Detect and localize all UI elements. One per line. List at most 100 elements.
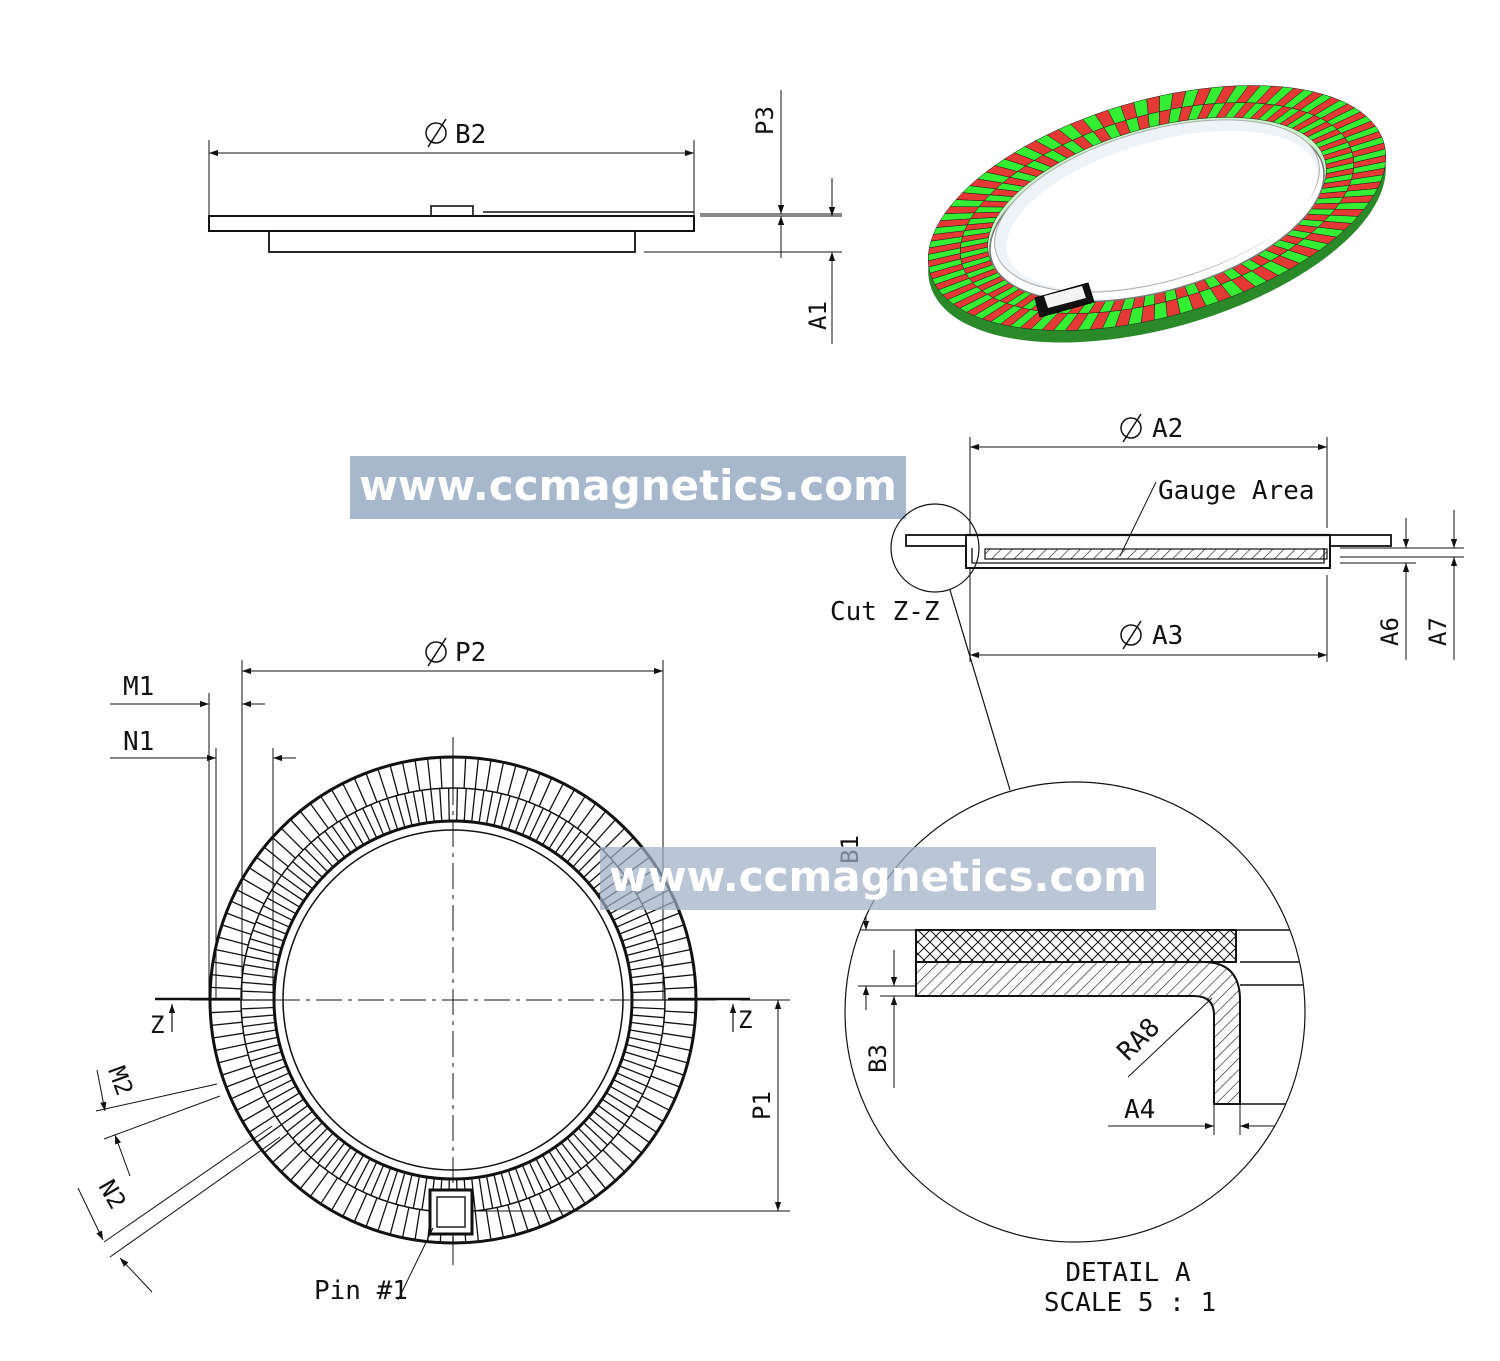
ring-segment-line bbox=[554, 825, 575, 854]
ring-segment-line bbox=[221, 1064, 252, 1076]
ring-segment-line bbox=[560, 1142, 582, 1170]
ring-segment-line bbox=[241, 1006, 275, 1010]
ring-inner-face bbox=[1006, 130, 1318, 291]
ring-segment-line bbox=[521, 1164, 536, 1196]
ring-segment-line bbox=[654, 1064, 685, 1076]
label-z-left: Z bbox=[150, 1011, 164, 1039]
ring-segment-line bbox=[493, 1174, 503, 1207]
ring-segment-line bbox=[631, 990, 665, 994]
magnetic-ring-3d bbox=[927, 85, 1387, 343]
ring-segment-line bbox=[292, 1116, 318, 1139]
side-view bbox=[208, 90, 842, 344]
ring-segment-line bbox=[215, 948, 246, 957]
ring-segment-line bbox=[439, 757, 443, 789]
ring-segment-line bbox=[212, 1032, 244, 1039]
ring-segment-line bbox=[342, 1188, 358, 1217]
ring-segment-line bbox=[299, 1164, 321, 1190]
ring-segment-line bbox=[585, 1164, 607, 1190]
ring-segment-line bbox=[262, 905, 293, 921]
magnet-segment bbox=[944, 206, 980, 214]
ring-segment-line bbox=[370, 1164, 385, 1196]
ring-segment-line bbox=[616, 1072, 647, 1087]
ring-segment-line bbox=[304, 848, 329, 873]
ring-segment-line bbox=[395, 795, 406, 828]
diameter-symbol bbox=[425, 118, 447, 148]
ring-segment-line bbox=[439, 788, 443, 822]
ring-segment-line bbox=[292, 861, 318, 884]
diameter-symbol bbox=[1120, 413, 1142, 650]
ring-segment-line bbox=[271, 836, 296, 859]
ring-segment-line bbox=[630, 1021, 664, 1028]
ring-segment-line bbox=[249, 1051, 282, 1062]
ring-chip-face bbox=[1044, 286, 1086, 308]
ring-segment-line bbox=[221, 924, 252, 936]
ring-segment-line bbox=[548, 1188, 564, 1217]
ring-segment-line bbox=[403, 793, 413, 826]
ring-segment-line bbox=[474, 1210, 480, 1242]
ring-segment-line bbox=[280, 827, 304, 851]
ring-segment-line bbox=[528, 1197, 541, 1228]
ring-segment-line bbox=[403, 1174, 413, 1207]
ring-segment-line bbox=[310, 1132, 334, 1158]
ring-segment-line bbox=[241, 990, 275, 994]
ring-segment-line bbox=[276, 1098, 305, 1118]
ring-segment-line bbox=[602, 1149, 626, 1173]
ring-segment-line bbox=[256, 856, 282, 876]
ring-segment-line bbox=[243, 1029, 277, 1037]
ring-segment-line bbox=[660, 948, 691, 957]
ring-segment-line bbox=[663, 973, 695, 979]
ring-segment-line bbox=[577, 1127, 602, 1152]
ring-segment-line bbox=[262, 1079, 293, 1095]
ring-segment-line bbox=[572, 1132, 596, 1158]
pin-connector bbox=[428, 1188, 474, 1236]
label-m1: M1 bbox=[123, 672, 154, 702]
ring-segment-line bbox=[583, 1122, 608, 1146]
ring-segment-line bbox=[588, 1116, 614, 1139]
ring-segment-line bbox=[401, 762, 410, 793]
magnet-segment bbox=[1153, 301, 1168, 321]
ring-segment-line bbox=[567, 795, 586, 823]
ring-segment-line bbox=[572, 842, 596, 868]
ring-segment-line bbox=[594, 1157, 617, 1182]
ring-segment-line bbox=[664, 1010, 696, 1014]
ring-segment-line bbox=[353, 777, 368, 807]
ring-segment-line bbox=[514, 1167, 528, 1199]
ring-segment-line bbox=[558, 1183, 576, 1211]
ring-segment-line bbox=[241, 1014, 275, 1019]
ring-segment-line bbox=[577, 848, 602, 873]
label-m2: M2 bbox=[102, 1062, 138, 1099]
ring-segment-line bbox=[619, 1065, 651, 1079]
ring-segment-line bbox=[378, 1167, 392, 1199]
ring-segment-line bbox=[365, 772, 378, 803]
ring-segment-line bbox=[507, 1169, 520, 1202]
ring-segment-line bbox=[215, 1043, 246, 1052]
ring-segment-line bbox=[597, 1104, 625, 1126]
ring-segment-line bbox=[528, 1161, 544, 1193]
label-scale: SCALE 5 : 1 bbox=[1044, 1288, 1216, 1318]
label-gauge-area: Gauge Area bbox=[1158, 476, 1315, 506]
ring-segment-line bbox=[605, 1092, 635, 1111]
label-detail: DETAIL A bbox=[1065, 1258, 1191, 1288]
ring-segment-line bbox=[281, 874, 309, 896]
ring-segment-line bbox=[627, 1036, 661, 1045]
ring-segment-line bbox=[256, 1124, 282, 1144]
magnet-segment bbox=[1146, 95, 1161, 115]
ring-segment-line bbox=[650, 1075, 681, 1088]
ring-segment-line bbox=[331, 1146, 352, 1175]
ring-segment-line bbox=[663, 1021, 695, 1027]
ring-segment-line bbox=[259, 913, 290, 928]
ring-segment-line bbox=[286, 1110, 314, 1133]
ring-segment-line bbox=[626, 946, 659, 957]
ring-segment-line bbox=[281, 1104, 309, 1126]
ring-segment-line bbox=[631, 1014, 665, 1019]
top-view bbox=[77, 660, 790, 1301]
ring-segment-line bbox=[641, 1095, 670, 1111]
label-b2: B2 bbox=[455, 120, 486, 150]
ring-segment-line bbox=[280, 1149, 304, 1173]
ring-segment-line bbox=[309, 803, 329, 829]
ring-segment-line bbox=[401, 1207, 410, 1238]
ring-segment-line bbox=[212, 961, 244, 968]
ring-segment-line bbox=[601, 1098, 630, 1118]
ring-segment-line bbox=[660, 1043, 691, 1052]
ring-segment-line bbox=[362, 1161, 378, 1193]
